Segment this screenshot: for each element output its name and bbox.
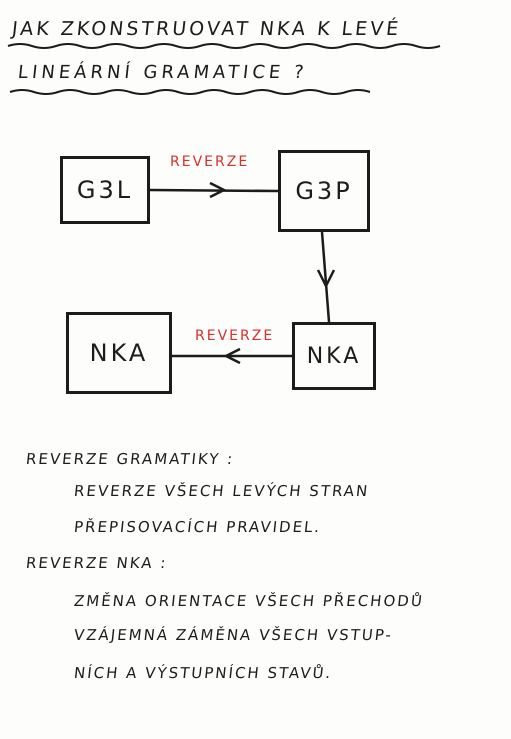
- note-heading-grammar: REVERZE GRAMATIKY :: [25, 450, 236, 468]
- note-line-2: PŘEPISOVACÍCH PRAVIDEL.: [73, 518, 323, 536]
- edge-g3l-g3p: [149, 188, 279, 193]
- note-line-3: ZMĚNA ORIENTACE VŠECH PŘECHODŮ: [73, 592, 425, 610]
- node-g3p: G3P: [278, 150, 370, 232]
- title-underline-2: [9, 89, 371, 95]
- edge-label-bottom: REVERZE: [195, 328, 275, 344]
- arrowhead-right-icon: [209, 181, 227, 199]
- title-line-1: JAK ZKONSTRUOVAT NKA K LEVÉ: [10, 18, 403, 40]
- note-heading-nka: REVERZE NKA :: [25, 554, 169, 572]
- note-line-5: NÍCH A VÝSTUPNÍCH STAVŮ.: [73, 664, 334, 682]
- title-line-2: LINEÁRNÍ GRAMATICE ?: [16, 62, 309, 83]
- node-nka-left: NKA: [66, 312, 172, 394]
- arrowhead-down-icon: [316, 269, 336, 289]
- note-line-4: VZÁJEMNÁ ZÁMĚNA VŠECH VSTUP-: [73, 626, 394, 644]
- note-line-1: REVERZE VŠECH LEVÝCH STRAN: [73, 482, 371, 500]
- edge-g3p-nka: [320, 231, 331, 323]
- node-nka-right: NKA: [292, 322, 376, 390]
- arrowhead-left-icon: [223, 347, 241, 365]
- node-g3l: G3L: [60, 156, 150, 224]
- title-underline-1: [7, 43, 441, 49]
- edge-label-top: REVERZE: [170, 154, 250, 170]
